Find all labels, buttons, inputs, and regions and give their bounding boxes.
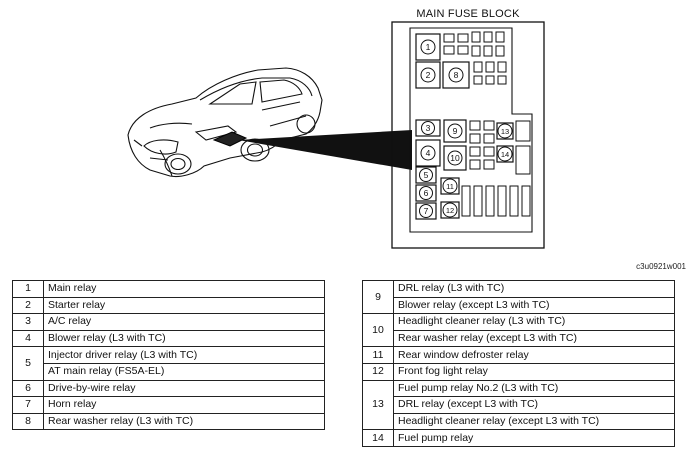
relay-description: Starter relay bbox=[43, 296, 325, 315]
callout-2: 2 bbox=[426, 70, 431, 80]
callout-13: 13 bbox=[501, 127, 509, 136]
relay-number: 10 bbox=[362, 313, 394, 348]
table-row: AT main relay (FS5A-EL) bbox=[13, 362, 325, 381]
main-fuse-block bbox=[391, 21, 545, 249]
table-row: Blower relay (except L3 with TC) bbox=[363, 296, 675, 315]
relay-description: Fuel pump relay bbox=[393, 429, 675, 447]
relay-description: Rear washer relay (except L3 with TC) bbox=[393, 329, 675, 348]
relay-description: Headlight cleaner relay (L3 with TC) bbox=[393, 313, 675, 331]
relay-number: 7 bbox=[12, 396, 44, 414]
relay-number: 2 bbox=[12, 296, 44, 315]
relay-description: Horn relay bbox=[43, 396, 325, 414]
relay-description: Injector driver relay (L3 with TC) bbox=[43, 346, 325, 364]
relay-number: 5 bbox=[12, 346, 44, 381]
callout-5: 5 bbox=[424, 170, 429, 180]
table-row: Rear washer relay (except L3 with TC) bbox=[363, 329, 675, 348]
relay-description: Blower relay (except L3 with TC) bbox=[393, 296, 675, 315]
callout-11: 11 bbox=[446, 182, 454, 191]
relay-description: Blower relay (L3 with TC) bbox=[43, 329, 325, 348]
callout-1: 1 bbox=[426, 42, 431, 52]
figure-reference: c3u0921w001 bbox=[636, 262, 686, 271]
relay-number: 14 bbox=[362, 429, 394, 447]
table-row: DRL relay (except L3 with TC) bbox=[363, 396, 675, 414]
relay-description: Rear washer relay (L3 with TC) bbox=[43, 412, 325, 431]
relay-number: 4 bbox=[12, 329, 44, 348]
relay-description: Headlight cleaner relay (except L3 with … bbox=[393, 412, 675, 431]
relay-number: 11 bbox=[362, 346, 394, 364]
callout-circles bbox=[419, 39, 513, 218]
relay-number: 8 bbox=[12, 412, 44, 431]
car-fuse-block-marker bbox=[212, 131, 248, 147]
callout-12: 12 bbox=[446, 206, 454, 215]
relay-description: DRL relay (except L3 with TC) bbox=[393, 396, 675, 414]
callout-7: 7 bbox=[424, 206, 429, 216]
relay-number: 12 bbox=[362, 362, 394, 381]
relay-number: 6 bbox=[12, 379, 44, 398]
callout-8: 8 bbox=[454, 70, 459, 80]
relay-description: A/C relay bbox=[43, 313, 325, 331]
relay-box-2 bbox=[415, 61, 441, 89]
car-illustration bbox=[127, 67, 323, 178]
callout-10: 10 bbox=[450, 153, 460, 163]
relay-description: AT main relay (FS5A-EL) bbox=[43, 362, 325, 381]
callout-4: 4 bbox=[426, 148, 431, 158]
diagram-title: MAIN FUSE BLOCK bbox=[416, 8, 520, 20]
relay-number: 3 bbox=[12, 313, 44, 331]
fuse-grid-top bbox=[443, 31, 507, 85]
relay-description: Drive-by-wire relay bbox=[43, 379, 325, 398]
relay-description: Main relay bbox=[43, 280, 325, 298]
relay-description: Rear window defroster relay bbox=[393, 346, 675, 364]
fuse-grid-middle bbox=[469, 120, 531, 175]
relay-description: DRL relay (L3 with TC) bbox=[393, 280, 675, 298]
callout-14: 14 bbox=[501, 150, 509, 159]
relay-number: 13 bbox=[362, 379, 394, 431]
callout-3: 3 bbox=[426, 123, 431, 133]
relay-number: 9 bbox=[362, 279, 394, 315]
table-row: Headlight cleaner relay (except L3 with … bbox=[363, 412, 675, 431]
callout-6: 6 bbox=[424, 188, 429, 198]
relay-description: Fuel pump relay No.2 (L3 with TC) bbox=[393, 379, 675, 398]
relay-description: Front fog light relay bbox=[393, 362, 675, 381]
relay-number: 1 bbox=[12, 280, 44, 298]
leader-beam bbox=[238, 130, 412, 170]
fuse-block-illustration: 1 2 8 3 4 9 10 5 6 7 11 12 13 14 bbox=[127, 21, 545, 249]
callout-9: 9 bbox=[453, 126, 458, 136]
fuse-row-bottom bbox=[461, 185, 531, 217]
